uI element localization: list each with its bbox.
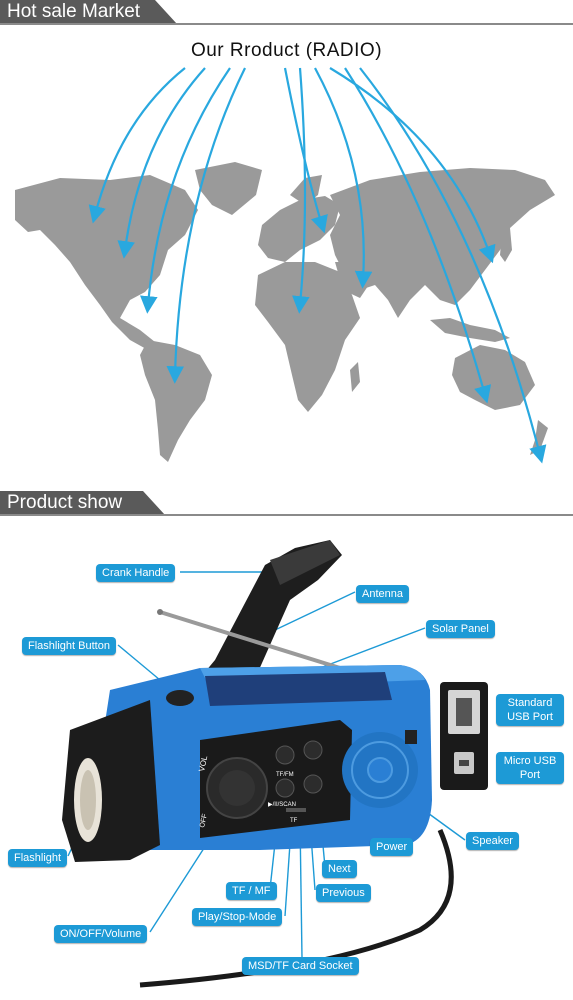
map-title: Our Rroduct (RADIO)	[190, 40, 383, 61]
radio-product-image: VOL OFF TF/FM ▶/II/SCAN TF	[62, 540, 488, 988]
greenland-shape	[195, 162, 262, 215]
solar-panel	[205, 672, 392, 706]
north-america-shape	[15, 175, 198, 350]
callout-play-stop-mode: Play/Stop-Mode	[192, 908, 283, 926]
arrow-south-asia	[344, 67, 492, 404]
arrow-africa	[292, 67, 310, 314]
vol-marking: VOL	[197, 754, 209, 772]
callout-speaker: Speaker	[466, 832, 519, 850]
arrow-new-zealand	[359, 67, 547, 464]
callout-flashlight-button: Flashlight Button	[22, 637, 116, 655]
asia-shape	[330, 168, 555, 318]
africa-shape	[255, 262, 360, 412]
arrow-japan	[329, 67, 496, 264]
section-rule	[0, 23, 573, 25]
tf-card-slot	[286, 808, 306, 812]
continents	[15, 162, 555, 462]
play-scan-button	[275, 778, 295, 798]
callout-crank-handle: Crank Handle	[96, 564, 176, 582]
export-arrows	[88, 67, 547, 464]
callout-power: Power	[370, 838, 414, 856]
flashlight-button	[166, 690, 194, 706]
arrow-alaska	[88, 67, 186, 224]
callout-antenna: Antenna	[356, 585, 409, 603]
arrow-usa	[140, 67, 231, 314]
usb-port-inset	[440, 682, 488, 790]
tf-slot-marking: TF	[290, 818, 298, 824]
arrow-south-america	[166, 67, 246, 384]
europe-shape	[258, 196, 340, 262]
south-america-shape	[140, 340, 212, 462]
scan-marking: ▶/II/SCAN	[268, 802, 296, 808]
callout-tf-mf: TF / MF	[226, 882, 277, 900]
previous-button	[303, 774, 323, 794]
australia-shape	[452, 345, 535, 410]
callout-previous: Previous	[316, 884, 371, 902]
section-title-market: Hot sale Market	[0, 0, 177, 24]
next-button	[303, 740, 323, 760]
callout-flashlight: Flashlight	[8, 849, 68, 867]
tf-fm-marking: TF/FM	[276, 772, 294, 778]
japan-shape	[500, 228, 512, 262]
radio-body: VOL OFF TF/FM ▶/II/SCAN TF	[62, 665, 432, 862]
section-banner-market: Hot sale Market	[0, 0, 573, 26]
callout-msd-tf-card-socket: MSD/TF Card Socket	[242, 957, 359, 975]
callout-next: Next	[322, 860, 357, 878]
section-rule	[0, 514, 573, 516]
callout-solar-panel: Solar Panel	[426, 620, 495, 638]
section-title-product: Product show	[0, 491, 165, 515]
crank-handle	[190, 540, 342, 690]
tf-fm-button	[275, 745, 295, 765]
lanyard	[139, 829, 454, 988]
callout-micro-usb-port: Micro USB Port	[496, 752, 564, 784]
off-marking: OFF	[199, 813, 209, 828]
callout-standard-usb-port: Standard USB Port	[496, 694, 564, 726]
section-banner-product: Product show	[0, 491, 573, 517]
arrow-canada	[117, 67, 206, 259]
arrow-middle-east	[314, 67, 373, 289]
callout-on-off-volume: ON/OFF/Volume	[54, 925, 148, 943]
madagascar-shape	[350, 362, 360, 392]
world-map	[15, 67, 555, 464]
antenna	[158, 610, 342, 670]
indonesia-shape	[430, 318, 510, 342]
